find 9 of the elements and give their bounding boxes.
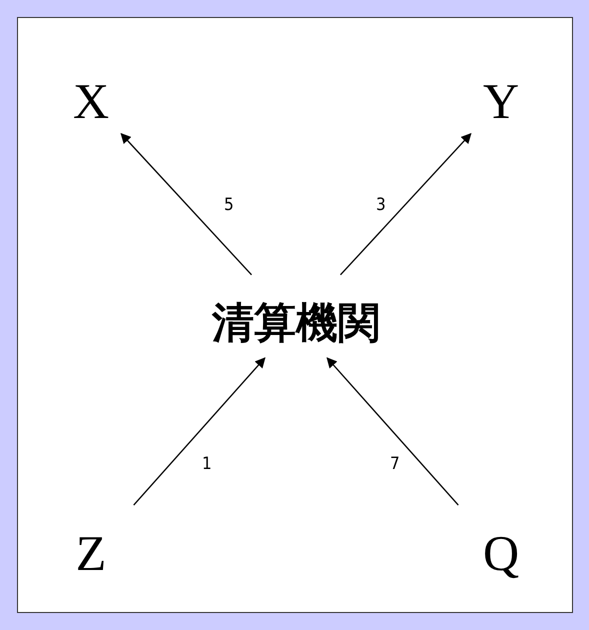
arrow (120, 132, 252, 276)
node-label: Z (76, 528, 106, 578)
arrow (326, 357, 459, 506)
node-label: Y (482, 76, 520, 126)
arrow (133, 357, 266, 506)
node-label: Q (482, 528, 520, 578)
node-label: 清算機関 (212, 302, 380, 344)
node-label: X (72, 76, 110, 126)
arrow (340, 132, 472, 276)
